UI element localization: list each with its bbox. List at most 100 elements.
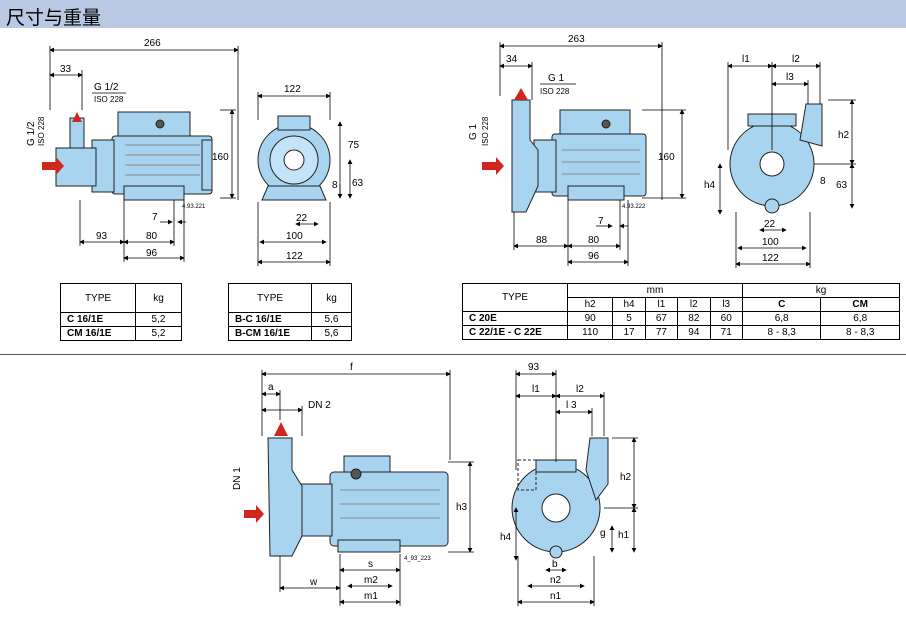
dim-80: 80 [146,231,158,242]
dim-dn1: DN 1 [232,467,243,490]
dim-s: s [368,559,373,570]
dim-l3: l3 [786,72,794,83]
dim-h4-bottom: h4 [500,532,512,543]
col-c: C [741,297,822,312]
col-type-header: TYPE [228,283,312,313]
thread-g-half: G 1/2 [94,82,119,93]
dim-266: 266 [144,38,161,49]
c-kg-cell: 6,8 [741,311,822,326]
dim-h4: h4 [704,180,716,191]
l3-cell: 60 [709,311,743,326]
h4-cell: 17 [612,325,646,340]
iso-228-label: ISO 228 [94,95,124,104]
table-row: C 22/1E - C 22E 110 17 77 94 71 8 - 8,3 … [462,325,900,340]
dim-l2-bottom: l2 [576,384,584,395]
drawing-5-side-view [267,437,449,557]
dim-8-2: 8 [820,176,826,187]
dim-75: 75 [348,140,360,151]
dim-63-2: 63 [836,180,848,191]
section-header: 尺寸与重量 [0,0,906,29]
type-cell: C 20E [462,311,568,326]
dim-l2: l2 [792,54,800,65]
l2-cell: 94 [677,325,711,340]
iso-228-label-2: ISO 228 [540,87,570,96]
kg-cell: 5,6 [311,312,352,327]
dim-63: 63 [352,178,364,189]
type-cell: B-C 16/1E [228,312,312,327]
section-title: 尺寸与重量 [6,7,102,29]
drawing-6-front-view [511,437,609,559]
h4-cell: 5 [612,311,646,326]
section-divider [0,354,906,355]
dim-w: w [309,577,318,588]
dim-l3-bottom: l 3 [566,400,577,411]
inlet-arrow-icon [42,157,64,175]
dim-f: f [350,362,353,373]
col-type-header: TYPE [60,283,136,313]
dim-93-bottom: 93 [528,362,540,373]
col-mm-header: mm [567,283,743,298]
dim-100: 100 [286,231,303,242]
vertical-thread-label-2: G 1 [468,123,479,140]
kg-cell: 5,6 [311,326,352,341]
dim-122-2: 122 [762,253,779,264]
drawing-code-2: 4.93.222 [622,204,646,210]
dim-33: 33 [60,64,72,75]
col-l3: l3 [709,297,743,312]
l1-cell: 77 [644,325,679,340]
dim-100-2: 100 [762,237,779,248]
table-subheader-row: h2 h4 l1 l2 l3 C CM [463,297,900,312]
dim-dn2: DN 2 [308,400,331,411]
dim-8: 8 [332,180,338,191]
table-row: CM 16/1E 5,2 [60,326,182,341]
dim-l1: l1 [742,54,750,65]
type-cell: C 22/1E - C 22E [462,325,568,340]
dim-h2: h2 [838,130,850,141]
table-row: C 20E 90 5 67 82 60 6,8 6,8 [462,311,900,326]
l2-cell: 82 [677,311,711,326]
dim-122-bottom: 122 [286,251,303,262]
dim-96: 96 [146,248,158,259]
drawing-2-front-view [257,115,331,201]
weight-table-1: TYPE kg C 16/1E 5,2 CM 16/1E 5,2 [60,283,182,341]
dim-7: 7 [152,212,158,223]
kg-cell: 5,2 [135,312,182,327]
drawing-3-side-view [511,99,647,213]
dim-g: g [600,528,606,539]
dim-22: 22 [296,213,308,224]
col-kg-header: kg [311,283,352,313]
dim-96-2: 96 [588,251,600,262]
type-cell: B-CM 16/1E [228,326,312,341]
dim-m1: m1 [364,591,378,602]
cm-kg-cell: 8 - 8,3 [820,325,900,340]
h2-cell: 110 [566,325,614,340]
cm-kg-cell: 6,8 [820,311,900,326]
type-cell: C 16/1E [60,312,136,327]
weight-table-2: TYPE kg B-C 16/1E 5,6 B-CM 16/1E 5,6 [228,283,352,341]
drawing-code-3: 4_93_223 [404,556,431,562]
outlet-arrow-icon-2 [514,88,528,100]
table-row: B-C 16/1E 5,6 [228,312,352,327]
drawing-1-side-view [55,111,213,201]
dim-22-2: 22 [764,219,776,230]
col-h2: h2 [566,297,614,312]
dim-160-2: 160 [658,152,675,163]
col-l2: l2 [677,297,711,312]
table-row: B-CM 16/1E 5,6 [228,326,352,341]
table-header-row: TYPE mm kg [462,283,901,312]
vertical-iso-label: ISO 228 [37,116,46,146]
outlet-arrow-icon [72,112,82,122]
dim-h1: h1 [618,530,630,541]
dim-34: 34 [506,54,518,65]
dim-93: 93 [96,231,108,242]
outlet-arrow-icon-3 [274,422,288,436]
table-header-row: TYPE kg [228,283,352,313]
dim-80-2: 80 [588,235,600,246]
dimension-table: TYPE mm kg h2 h4 l1 l2 l3 C CM C 20E 90 … [462,283,901,340]
col-type-header: TYPE [462,283,568,312]
l1-cell: 67 [644,311,679,326]
dim-h3: h3 [456,502,468,513]
col-kg-header: kg [741,283,901,298]
dim-7-2: 7 [598,216,604,227]
dim-l1-bottom: l1 [532,384,540,395]
